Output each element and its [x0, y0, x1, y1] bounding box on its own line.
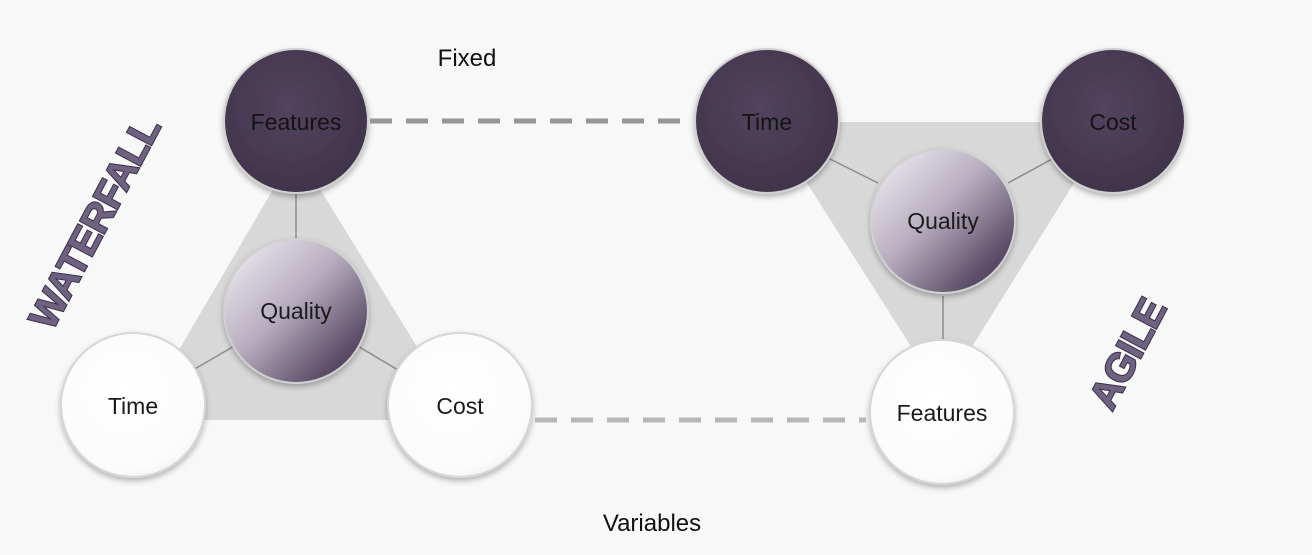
- agile-time-label: Time: [742, 109, 792, 135]
- waterfall-cost-label: Cost: [436, 393, 484, 419]
- waterfall-quality-circle: [223, 238, 369, 384]
- agile-cost-circle: [1040, 48, 1186, 194]
- variables-caption: Variables: [603, 510, 701, 537]
- agile-connector-right: [1007, 157, 1055, 184]
- waterfall-cost-circle: [387, 332, 533, 478]
- waterfall-features-label: Features: [251, 109, 342, 135]
- waterfall-title: WATERFALL: [21, 110, 169, 336]
- agile-features-label: Features: [897, 400, 988, 426]
- agile-group: Time Cost Quality Features: [694, 48, 1186, 485]
- agile-title: AGILE: [1081, 292, 1175, 416]
- agile-cost-label: Cost: [1089, 109, 1137, 135]
- waterfall-time-circle: [60, 332, 206, 478]
- waterfall-group: Features Quality Time Cost: [60, 48, 533, 478]
- waterfall-time-label: Time: [108, 393, 158, 419]
- fixed-caption: Fixed: [438, 45, 497, 72]
- agile-features-circle: [869, 339, 1015, 485]
- waterfall-features-circle: [223, 48, 369, 194]
- waterfall-connector-right: [355, 344, 399, 371]
- agile-connector-left: [827, 157, 879, 184]
- agile-quality-circle: [870, 148, 1016, 294]
- agile-time-circle: [694, 48, 840, 194]
- waterfall-connector-left: [192, 344, 237, 371]
- waterfall-quality-label: Quality: [260, 298, 332, 324]
- agile-quality-label: Quality: [907, 208, 979, 234]
